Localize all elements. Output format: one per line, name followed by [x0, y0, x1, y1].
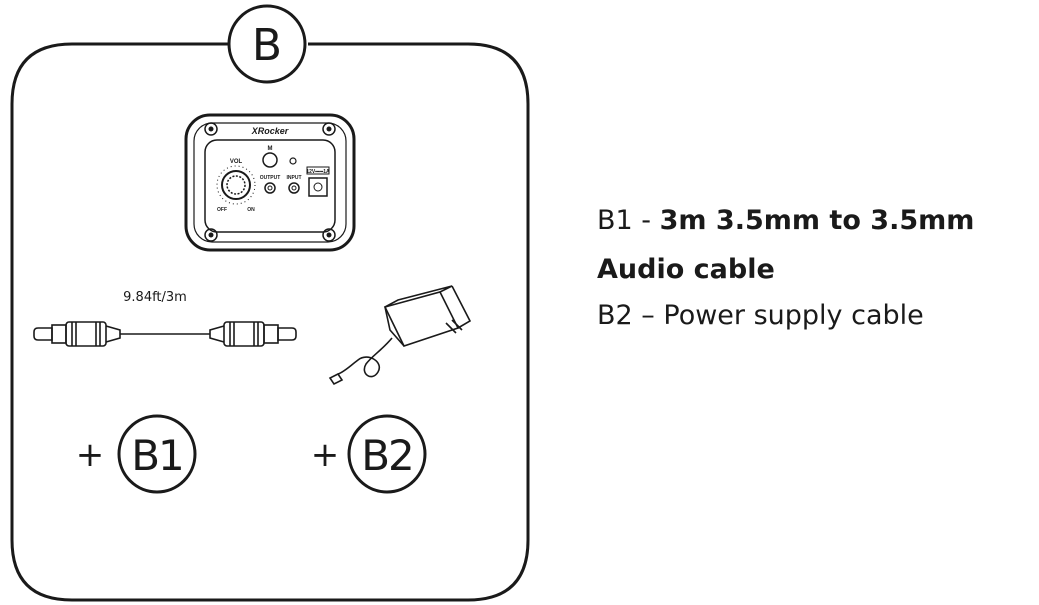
- led-icon: [289, 157, 297, 165]
- description-text: Power supply cable: [663, 300, 924, 331]
- description-prefix: B2 –: [597, 300, 664, 331]
- item-description-b2: B2 – Power supply cable: [597, 291, 924, 340]
- description-prefix: B1 -: [597, 205, 660, 236]
- cable-length-label: 9.84ft/3m: [123, 290, 187, 305]
- volume-knob-icon: [221, 170, 251, 200]
- section-label-badge: B: [227, 4, 307, 84]
- audio-cable-illustration: [33, 321, 297, 347]
- screw-icon: [204, 228, 218, 242]
- plus-sign: +: [311, 435, 340, 475]
- power-rating-label: 12V⎓⎓1A: [306, 169, 330, 175]
- screw-icon: [204, 122, 218, 136]
- on-label: ON: [247, 207, 255, 213]
- control-panel-illustration: XRocker VOL OFF ON M OUTPUT INPUT 12V⎓⎓1…: [184, 113, 356, 252]
- item-code: B2: [361, 431, 413, 480]
- description-text: 3m 3.5mm to 3.5mm Audio cable: [597, 205, 975, 285]
- input-label: INPUT: [287, 175, 302, 181]
- output-label: OUTPUT: [260, 175, 281, 181]
- input-jack-icon: [288, 182, 300, 194]
- section-label: B: [252, 20, 282, 71]
- item-badge-b1: B1: [117, 414, 197, 494]
- power-adapter-illustration: [328, 285, 472, 386]
- vol-label: VOL: [230, 159, 243, 165]
- screw-icon: [322, 228, 336, 242]
- dc-power-socket-icon: [308, 177, 328, 197]
- m-label: M: [268, 146, 273, 152]
- panel-brand-logo: XRocker: [251, 126, 289, 136]
- screw-icon: [322, 122, 336, 136]
- section-frame: [10, 42, 530, 602]
- output-jack-icon: [264, 182, 276, 194]
- plus-sign: +: [76, 435, 105, 475]
- off-label: OFF: [217, 207, 227, 213]
- mode-button-icon: [262, 152, 278, 168]
- item-code: B1: [131, 431, 183, 480]
- item-description-b1: B1 - 3m 3.5mm to 3.5mm Audio cable: [597, 196, 1037, 294]
- item-badge-b2: B2: [347, 414, 427, 494]
